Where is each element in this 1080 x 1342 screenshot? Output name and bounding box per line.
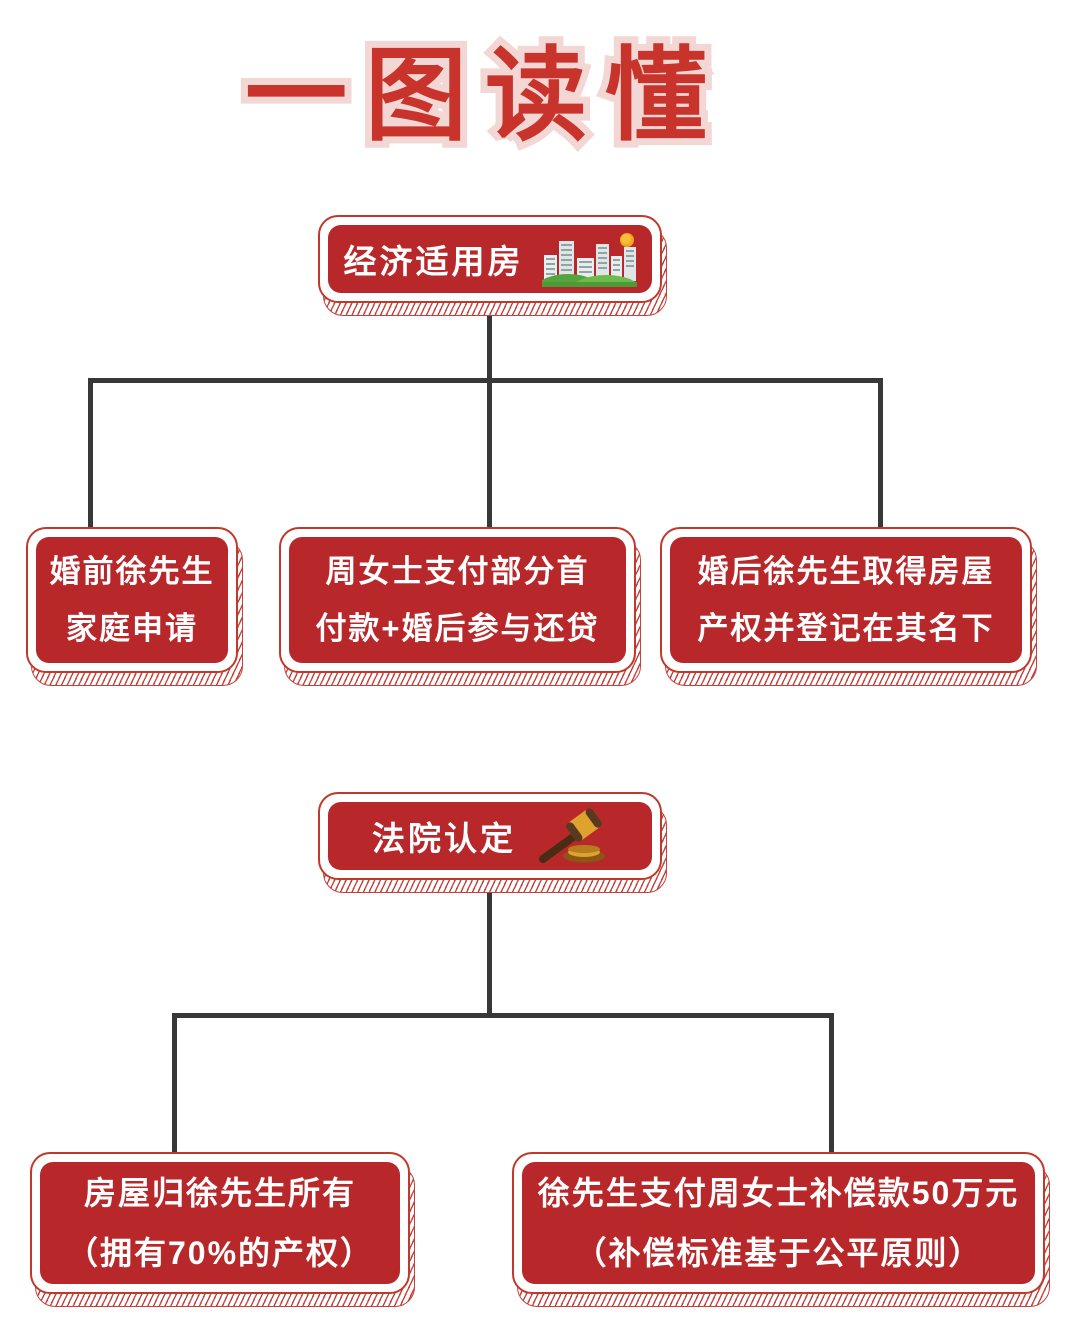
page-title: 一图读懂 一图读懂	[238, 33, 725, 159]
node-card: 房屋归徐先生所有 （拥有70%的产权）	[30, 1152, 410, 1294]
connector-horizontal-1	[88, 378, 883, 383]
node-property-registration: 婚后徐先生取得房屋 产权并登记在其名下	[660, 527, 1037, 686]
connector-drop-1-center	[487, 378, 492, 531]
node-label-line1: 周女士支付部分首	[325, 554, 590, 589]
node-card: 法院认定	[318, 792, 662, 880]
node-label: 法院认定	[372, 820, 516, 857]
node-label-line1: 婚前徐先生	[49, 554, 215, 589]
node-affordable-housing: 经济适用房	[318, 215, 667, 316]
node-label-line1: 徐先生支付周女士补偿款50万元	[537, 1175, 1020, 1211]
node-label-line1: 房屋归徐先生所有	[83, 1175, 356, 1211]
node-card: 经济适用房	[318, 215, 662, 303]
node-card: 周女士支付部分首 付款+婚后参与还贷	[279, 527, 636, 673]
node-label: 经济适用房	[343, 243, 524, 280]
node-card: 婚后徐先生取得房屋 产权并登记在其名下	[660, 527, 1032, 673]
connector-drop-1-left	[88, 378, 93, 531]
connector-drop-1-right	[878, 378, 883, 531]
connector-stem-1	[487, 300, 492, 383]
connector-drop-2-right	[829, 1013, 834, 1156]
node-label-line2: 付款+婚后参与还贷	[315, 611, 600, 646]
connector-horizontal-2	[172, 1013, 834, 1018]
page-title-halo: 一图读懂	[238, 33, 725, 159]
page-title-text: 一图读懂	[245, 39, 725, 153]
node-label-line2: （补偿标准基于公平原则）	[574, 1235, 983, 1271]
gavel-icon	[539, 808, 605, 863]
node-card: 徐先生支付周女士补偿款50万元 （补偿标准基于公平原则）	[512, 1152, 1045, 1294]
node-label-line1: 婚后徐先生取得房屋	[697, 554, 995, 589]
node-label-line2: 产权并登记在其名下	[697, 611, 995, 646]
node-compensation-payment: 徐先生支付周女士补偿款50万元 （补偿标准基于公平原则）	[512, 1152, 1050, 1307]
connector-stem-2	[487, 878, 492, 1018]
node-premarital-application: 婚前徐先生 家庭申请	[26, 527, 243, 686]
node-house-ownership: 房屋归徐先生所有 （拥有70%的产权）	[30, 1152, 415, 1307]
node-card: 婚前徐先生 家庭申请	[26, 527, 238, 673]
node-label-line2: 家庭申请	[66, 611, 198, 646]
node-downpayment-repayment: 周女士支付部分首 付款+婚后参与还贷	[279, 527, 641, 686]
city-icon	[541, 233, 637, 287]
connector-drop-2-left	[172, 1013, 177, 1156]
node-court-ruling: 法院认定	[318, 792, 667, 893]
node-label-line2: （拥有70%的产权）	[65, 1235, 375, 1271]
